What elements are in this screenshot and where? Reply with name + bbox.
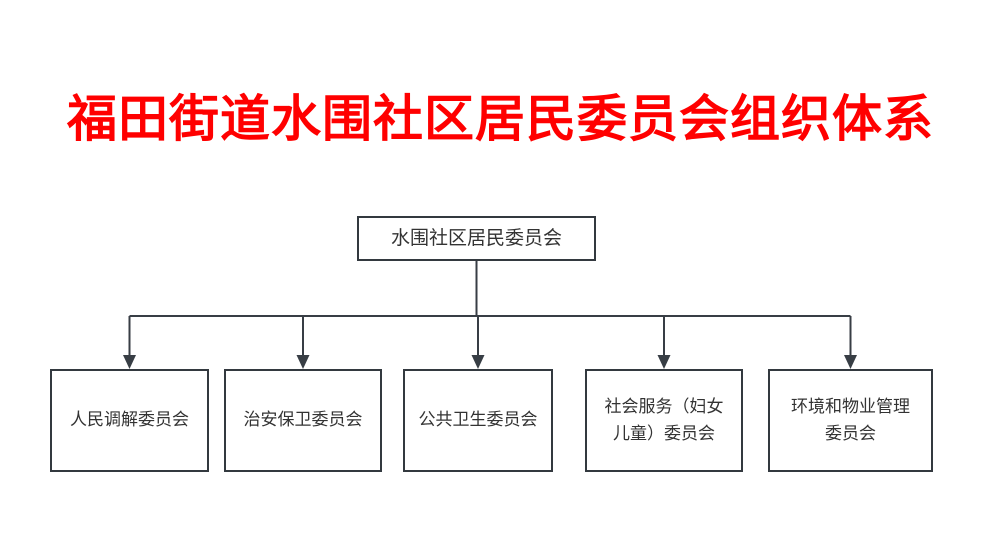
org-node-label: 人民调解委员会: [70, 410, 189, 430]
org-node-public-security: 治安保卫委员会: [224, 369, 382, 472]
arrowhead-icon: [657, 355, 671, 369]
arrowhead-icon: [296, 355, 310, 369]
arrowhead-icon: [123, 355, 136, 369]
org-node-root: 水围社区居民委员会: [357, 216, 596, 261]
org-node-root-label: 水围社区居民委员会: [390, 227, 562, 249]
org-node-social-services: 社会服务（妇女儿童）委员会: [585, 369, 743, 472]
arrowhead-icon: [471, 355, 485, 369]
org-node-label: 治安保卫委员会: [243, 410, 363, 430]
chart-title: 福田街道水围社区居民委员会组织体系: [67, 91, 934, 147]
org-node-label: 社会服务（妇女儿童）委员会: [604, 397, 724, 443]
arrowhead-icon: [844, 355, 857, 369]
org-node-environment-property: 环境和物业管理委员会: [768, 369, 933, 472]
org-node-label: 公共卫生委员会: [418, 410, 538, 430]
org-node-public-health: 公共卫生委员会: [403, 369, 553, 472]
org-node-label: 环境和物业管理委员会: [791, 397, 910, 443]
org-node-people-mediation: 人民调解委员会: [50, 369, 209, 472]
